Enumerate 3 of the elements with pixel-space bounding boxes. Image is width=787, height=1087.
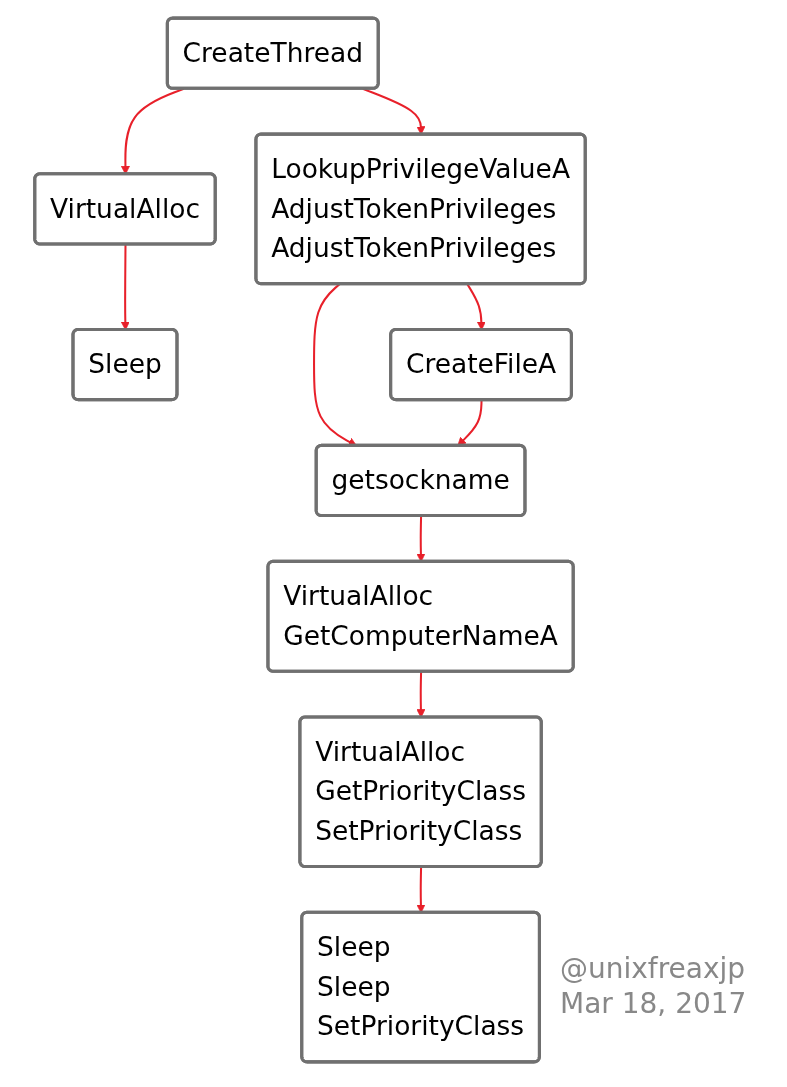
arrow — [416, 671, 426, 718]
note-text: @unixfreaxjp — [560, 952, 747, 985]
note-text: Mar 18, 2017 — [560, 987, 747, 1020]
